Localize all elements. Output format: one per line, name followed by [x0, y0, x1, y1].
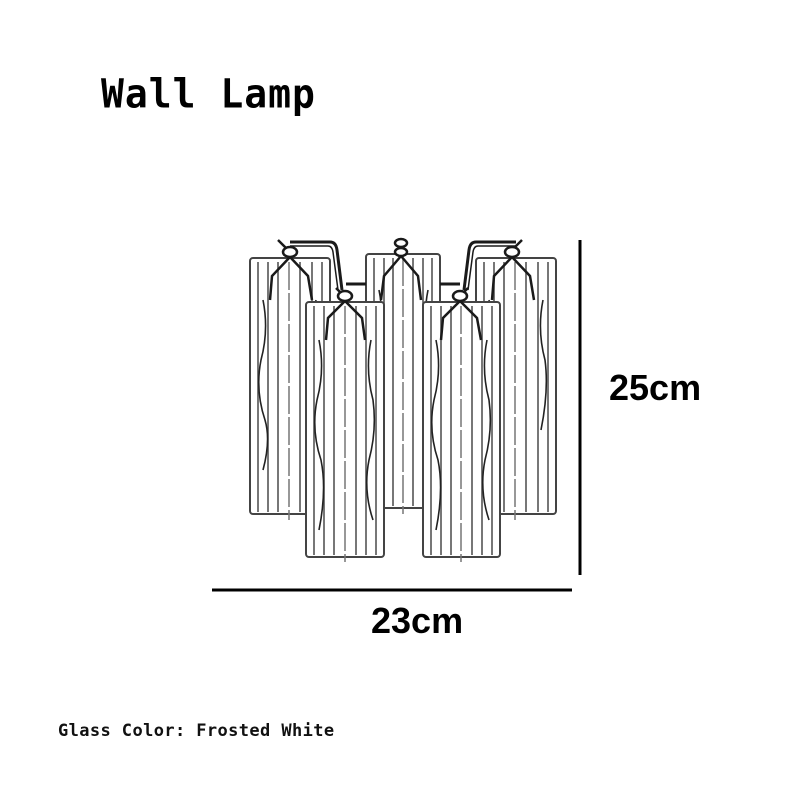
glass-color-caption: Glass Color: Frosted White — [58, 721, 335, 741]
tube-holders — [268, 237, 536, 341]
glass-tube-front-right — [422, 301, 501, 562]
product-title: Wall Lamp — [101, 70, 316, 118]
height-dimension-label: 25cm — [609, 367, 702, 408]
width-dimension-label: 23cm — [371, 600, 464, 641]
lamp-frame-arms — [290, 240, 516, 291]
glass-tube-front-left — [305, 301, 385, 562]
